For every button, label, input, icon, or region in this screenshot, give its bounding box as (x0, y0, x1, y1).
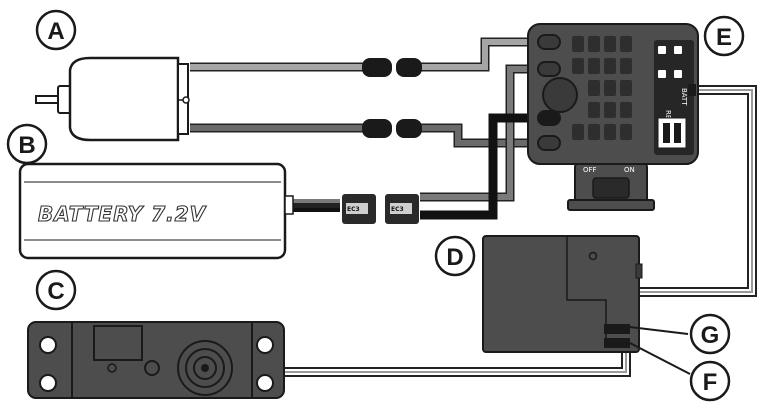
motor-wire-bottom (190, 123, 552, 148)
ec3-label-battery-side: EC3 (347, 206, 360, 213)
callout-D: D (434, 235, 476, 277)
receiver (482, 235, 643, 353)
switch-on-label: ON (624, 166, 635, 174)
servo (27, 321, 285, 399)
callout-B-letter: B (18, 132, 35, 159)
esc: REV BATT OFF ON (527, 23, 699, 211)
callout-E-letter: E (716, 24, 732, 51)
callout-G-letter: G (701, 322, 720, 349)
callout-E: E (703, 15, 745, 57)
callout-B: B (6, 123, 48, 165)
callout-G: G (689, 313, 731, 355)
esc-batt-label: BATT (680, 88, 688, 106)
esc-mode-icons (658, 46, 682, 78)
callout-C: C (35, 269, 77, 311)
battery-label: BATTERY 7.2V (38, 202, 207, 226)
esc-terminals (537, 34, 561, 151)
callout-A: A (35, 9, 77, 51)
callout-A-letter: A (47, 18, 64, 45)
ec3-connector: EC3 EC3 (342, 194, 419, 224)
esc-rev-label: REV (664, 110, 672, 124)
motor-bullet-connectors (362, 58, 422, 138)
motor-wire-top (190, 37, 552, 72)
motor (35, 56, 190, 142)
callout-F: F (689, 360, 731, 402)
battery-pack: BATTERY 7.2V (18, 162, 294, 260)
callout-F-letter: F (703, 369, 718, 396)
leader-lines (629, 326, 691, 375)
ec3-label-esc-side: EC3 (391, 206, 404, 213)
callout-D-letter: D (446, 244, 463, 271)
switch-off-label: OFF (583, 166, 597, 174)
esc-heatsink (572, 36, 632, 140)
battery-wires (290, 64, 552, 220)
callout-C-letter: C (47, 278, 64, 305)
